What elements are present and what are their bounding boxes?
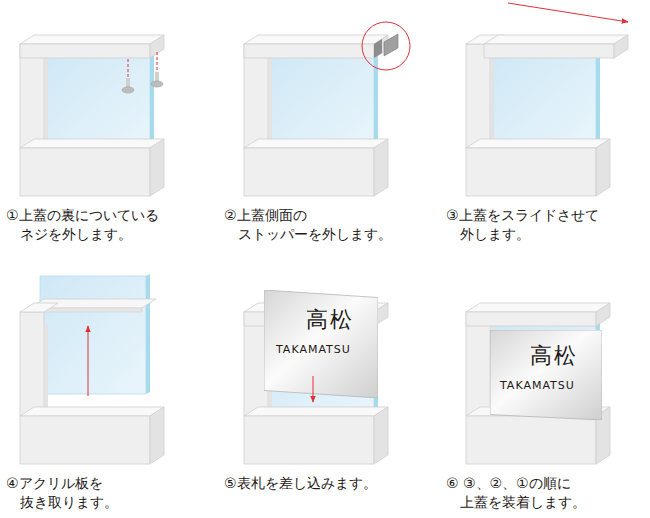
nameplate: 高松 TAKAMATSU — [490, 330, 602, 420]
step-caption: ③上蓋をスライドさせて 外します。 — [446, 206, 608, 244]
step-caption: ④アクリル板を 抜き取ります。 — [6, 474, 126, 512]
family-name-roman: TAKAMATSU — [500, 380, 575, 392]
panel-6-lid — [466, 303, 610, 326]
step-caption: ①上蓋の裏についている ネジを外します。 — [6, 206, 175, 244]
step-caption: ⑥ ③、②、①の順に 上蓋を装着します。 — [446, 474, 596, 512]
family-name-roman: TAKAMATSU — [276, 344, 351, 356]
nameplate: 高松 TAKAMATSU — [264, 290, 378, 398]
step-caption: ②上蓋側面の ストッパーを外します。 — [224, 206, 395, 244]
step-caption: ⑤表札を差し込みます。 — [224, 474, 413, 493]
panel-4 — [20, 274, 164, 464]
insert-arrow — [313, 376, 314, 402]
panel-1 — [20, 35, 164, 196]
family-name-kanji: 高松 — [306, 308, 354, 332]
screw — [151, 72, 163, 87]
screw — [122, 78, 134, 93]
panel-3 — [466, 3, 628, 196]
panel-6 — [466, 312, 610, 464]
family-name-kanji: 高松 — [530, 344, 578, 368]
panel-2 — [244, 22, 410, 196]
